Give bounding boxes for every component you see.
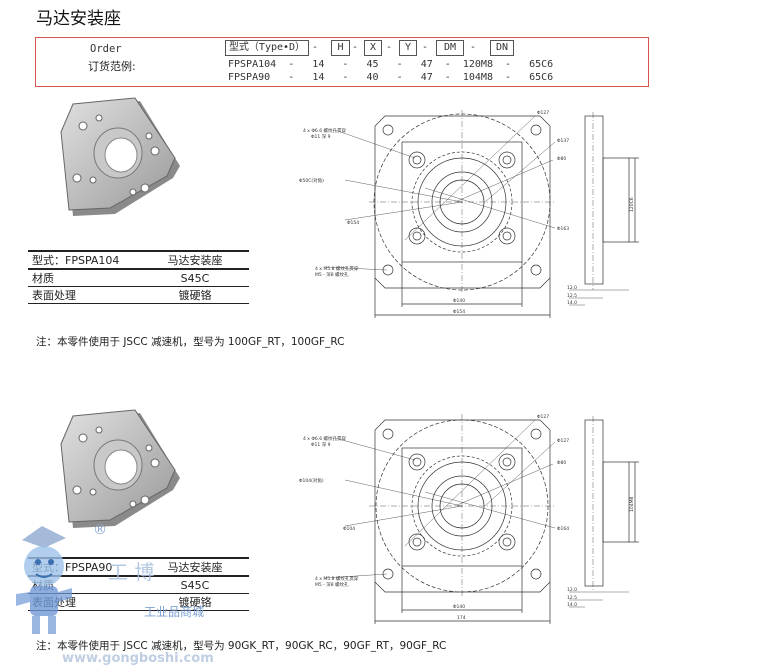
order-example-row: FPSPA104 - 14 - 45 - 47 - 120M8 - 65C6 bbox=[228, 59, 554, 70]
order-range-label: 订货范例: bbox=[88, 60, 136, 73]
watermark-url: www.gongboshi.com bbox=[62, 651, 214, 666]
spec-row: 表面处理镀硬铬 bbox=[28, 286, 249, 304]
dash: - bbox=[312, 42, 319, 53]
dim-label: 104M8 bbox=[629, 497, 635, 512]
drawing-side-1: 12.0 12.5 14.0 120C6 bbox=[567, 112, 639, 306]
drawing-front-2: 4 x Φ6.6 螺纹孔贯穿 Φ11 深 9 Φ104(对角) Φ104 Φ12… bbox=[299, 414, 569, 624]
dim-label: Φ104 bbox=[343, 526, 355, 532]
watermark-brand: 工 博 bbox=[108, 560, 155, 584]
dim-label: Φ163 bbox=[557, 226, 569, 232]
part-render-1 bbox=[60, 97, 180, 216]
dim-label: Φ11 深 9 bbox=[311, 133, 331, 140]
part-render-2 bbox=[60, 409, 180, 528]
dim-label: 4 x M5.8 螺纹孔贯穿 bbox=[315, 265, 359, 272]
dash: - bbox=[470, 42, 477, 53]
dim-label: 12.0 bbox=[567, 587, 577, 593]
mascot-logo-icon bbox=[16, 526, 72, 634]
dash: - bbox=[422, 42, 429, 53]
dim-label: Φ140 bbox=[453, 298, 465, 304]
dash: - bbox=[386, 42, 393, 53]
dim-label: Φ127 bbox=[537, 414, 549, 420]
dim-label: Φ154 bbox=[453, 309, 465, 315]
order-field-y: Y bbox=[399, 40, 417, 56]
dim-label: 174 bbox=[457, 615, 466, 621]
order-box bbox=[35, 37, 649, 87]
order-label: Order bbox=[90, 43, 122, 55]
dim-label: 12.0 bbox=[567, 285, 577, 291]
dim-label: Φ80 bbox=[557, 460, 566, 466]
dim-label: 4 x M5.8 螺纹孔贯穿 bbox=[315, 575, 359, 582]
dim-label: Φ140 bbox=[453, 604, 465, 610]
watermark-tagline: 工业品商城 bbox=[144, 605, 205, 619]
dim-label: 120C6 bbox=[629, 197, 635, 212]
dim-label: 14.0 bbox=[567, 300, 577, 306]
dim-label: Φ127 bbox=[557, 438, 569, 444]
registered-mark: ® bbox=[93, 522, 107, 538]
dim-label: 4 x Φ6.6 螺纹孔贯穿 bbox=[303, 127, 347, 134]
page-title: 马达安装座 bbox=[36, 9, 121, 29]
dim-label: Φ127 bbox=[537, 110, 549, 116]
order-field-dn: DN bbox=[490, 40, 514, 56]
dim-label: M5 - 深8 螺纹孔 bbox=[315, 271, 349, 278]
dim-label: 12.5 bbox=[567, 595, 577, 601]
order-field-dm: DM bbox=[436, 40, 464, 56]
dim-label: Φ50C(对角) bbox=[299, 177, 324, 184]
drawing-side-2: 12.0 12.5 14.0 104M8 bbox=[567, 416, 639, 608]
order-field-x: X bbox=[364, 40, 382, 56]
dim-label: 12.5 bbox=[567, 293, 577, 299]
drawing-front-1: 4 x Φ6.6 螺纹孔贯穿 Φ11 深 9 Φ50C(对角) Φ154 Φ12… bbox=[299, 110, 569, 318]
dim-label: Φ11 深 9 bbox=[311, 441, 331, 448]
order-field-type: 型式（Type•D） bbox=[225, 40, 309, 56]
dim-label: Φ164 bbox=[557, 526, 569, 532]
dim-label: Φ80 bbox=[557, 156, 566, 162]
order-field-h: H bbox=[331, 40, 350, 56]
dash: - bbox=[352, 42, 359, 53]
part-note-2: 注：本零件使用于 JSCC 减速机，型号为 90GK_RT，90GK_RC，90… bbox=[36, 640, 447, 652]
dim-label: 4 x Φ6.6 螺纹孔贯穿 bbox=[303, 435, 347, 442]
dim-label: Φ137 bbox=[557, 138, 569, 144]
dim-label: Φ154 bbox=[347, 220, 359, 226]
order-example-row: FPSPA90 - 14 - 40 - 47 - 104M8 - 65C6 bbox=[228, 72, 554, 83]
dim-label: 14.0 bbox=[567, 602, 577, 608]
dim-label: M5 - 深8 螺纹孔 bbox=[315, 581, 349, 588]
part-note-1: 注：本零件使用于 JSCC 减速机，型号为 100GF_RT，100GF_RC bbox=[36, 336, 345, 348]
dim-label: Φ104(对角) bbox=[299, 477, 324, 484]
